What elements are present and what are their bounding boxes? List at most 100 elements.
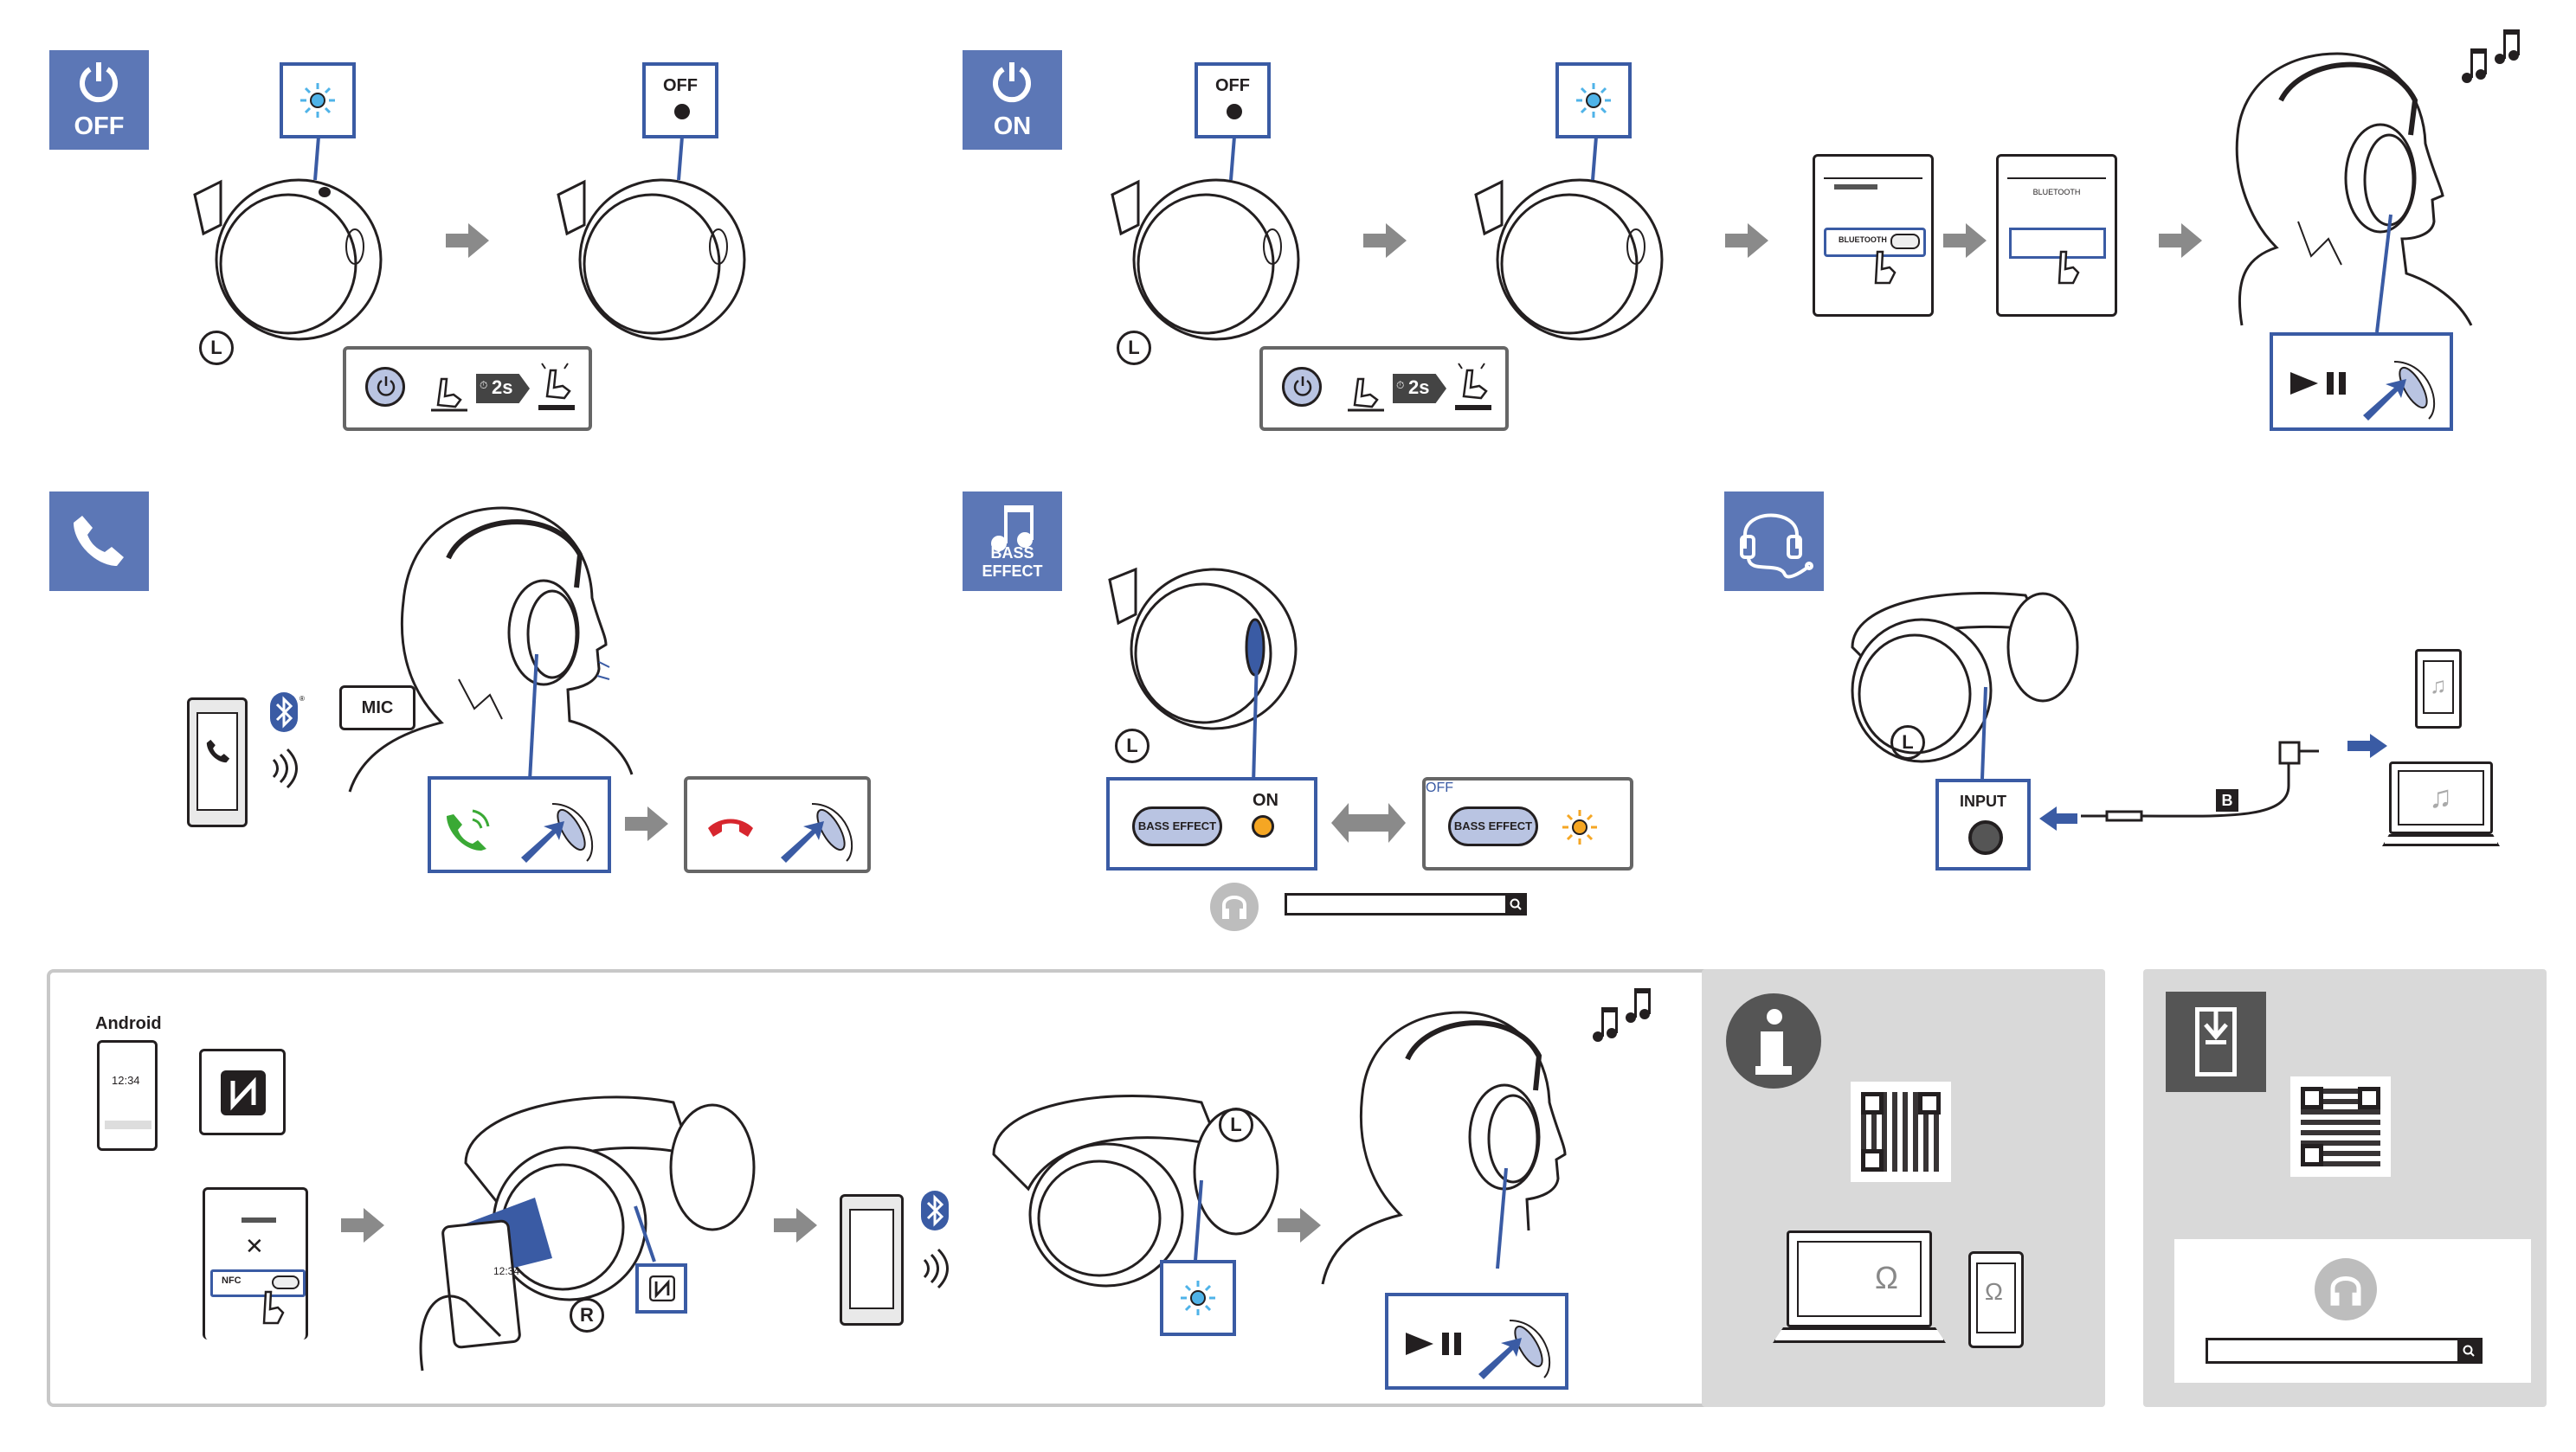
svg-text:®: ® — [299, 695, 305, 703]
toggle-switch[interactable] — [272, 1275, 299, 1289]
device-list-item[interactable] — [2009, 228, 2106, 259]
phone-bluetooth-screen: BLUETOOTH — [1996, 154, 2117, 317]
power-on-badge: ON — [963, 50, 1062, 150]
callout-pointer — [1229, 136, 1236, 181]
led-blinking-icon — [1181, 1281, 1215, 1315]
callout-pointer — [1193, 1179, 1203, 1273]
laptop-help-guide: Ω — [1773, 1230, 1946, 1352]
led-off-label: OFF — [663, 76, 698, 95]
smartphone-connected — [840, 1194, 904, 1326]
phone-touch-headphones-illustration — [419, 1095, 756, 1372]
bass-effect-button[interactable]: BASS EFFECT — [1132, 806, 1222, 846]
phone-nfc-settings: ✕ NFC — [203, 1187, 308, 1340]
callout-pointer — [1980, 686, 1987, 780]
laptop-device: ♫ — [2382, 761, 2500, 857]
power-icon — [80, 62, 118, 103]
app-search-bar[interactable] — [1285, 893, 1527, 916]
music-note-icon: ♫ — [2430, 672, 2447, 698]
power-on-label: ON — [993, 112, 1032, 140]
led-off-dot — [674, 104, 690, 119]
power-icon — [1293, 376, 1312, 396]
hang-up-box — [684, 776, 871, 873]
headphone-earcup-illustration — [1111, 178, 1300, 341]
qr-code[interactable] — [1851, 1082, 1951, 1182]
bass-off-label: OFF — [1426, 781, 1453, 795]
phone-settings-screen: BLUETOOTH — [1813, 154, 1934, 317]
download-icon — [2166, 992, 2266, 1092]
release-hand-icon — [538, 363, 575, 410]
headphones-full-illustration — [992, 1095, 1279, 1288]
phone-icon — [206, 739, 230, 763]
bluetooth-icon — [921, 1191, 949, 1230]
led-off-callout: OFF — [1195, 62, 1271, 138]
bluetooth-toggle-row[interactable]: BLUETOOTH — [1824, 228, 1926, 257]
led-blinking-orange-icon — [1562, 810, 1597, 845]
android-phone: 12:34 — [97, 1040, 158, 1151]
power-button-icon — [365, 367, 405, 407]
next-arrow — [341, 1208, 384, 1243]
music-note-icon: ♫ — [2429, 779, 2452, 814]
connect-arrow — [2347, 734, 2387, 758]
nfc-mark-callout — [635, 1263, 687, 1314]
side-l-marker: L — [1115, 729, 1150, 763]
info-icon — [1726, 993, 1821, 1089]
press-hand-icon — [431, 377, 467, 412]
music-notes-icon — [2462, 29, 2520, 83]
search-icon[interactable] — [1505, 896, 1524, 913]
hold-duration-badge: ⏱ 2s — [476, 374, 530, 403]
wireless-signal-icon — [923, 1248, 949, 1289]
person-head-with-headphones — [1321, 1011, 1567, 1285]
press-arrow-icon — [2363, 361, 2436, 421]
callout-pointer — [1252, 657, 1259, 785]
bass-on-label: ON — [1253, 791, 1278, 810]
power-on-instruction-box: ⏱ 2s — [1259, 346, 1509, 431]
side-l-marker: L — [199, 331, 234, 365]
toggle-arrow-icon — [1331, 803, 1406, 843]
music-player-device: ♫ — [2415, 649, 2462, 729]
input-jack[interactable] — [1968, 820, 2003, 855]
cable-badge — [1724, 491, 1824, 591]
next-arrow — [1363, 223, 1407, 258]
power-button-icon — [1282, 367, 1322, 407]
bass-on-callout: BASS EFFECT ON — [1106, 777, 1317, 871]
next-arrow — [774, 1208, 817, 1243]
side-r-marker: R — [570, 1298, 604, 1333]
person-head-with-headphones — [348, 506, 634, 793]
next-arrow — [1725, 223, 1768, 258]
cable-b-badge: B — [2216, 789, 2238, 812]
bass-effect-button[interactable]: BASS EFFECT — [1448, 806, 1538, 846]
search-icon[interactable] — [2457, 1340, 2480, 1361]
toggle-switch[interactable] — [1890, 234, 1920, 249]
nfc-toggle-row[interactable]: NFC — [210, 1269, 306, 1297]
headphone-earcup-illustration — [1108, 567, 1298, 730]
qr-code[interactable] — [2290, 1076, 2391, 1177]
led-blinking-icon — [1576, 83, 1611, 118]
input-jack-callout: INPUT — [1935, 779, 2031, 871]
bluetooth-screen-header: BLUETOOTH — [2032, 188, 2081, 196]
smartphone-call — [187, 697, 248, 827]
insert-arrow — [2039, 806, 2077, 831]
led-blinking-icon — [300, 83, 335, 118]
press-arrow-icon — [1478, 1320, 1551, 1379]
power-icon — [993, 62, 1031, 103]
headphone-earcup-illustration — [1474, 178, 1664, 341]
person-head-with-headphones — [2235, 52, 2473, 326]
nfc-logo-box — [199, 1049, 286, 1135]
play-pause-icon — [1406, 1333, 1461, 1355]
answer-call-icon — [447, 809, 490, 851]
led-blue-callout — [1160, 1260, 1236, 1336]
bass-effect-badge: BASS EFFECT — [963, 491, 1062, 591]
answer-call-callout — [428, 776, 611, 873]
app-search-bar[interactable] — [2206, 1338, 2483, 1364]
callout-pointer — [634, 1205, 656, 1262]
side-l-marker: L — [1219, 1108, 1253, 1142]
headphone-earcup-illustration — [193, 178, 383, 341]
bass-effect-badge-label: BASS EFFECT — [982, 544, 1043, 580]
power-off-label: OFF — [74, 112, 125, 140]
hang-up-icon — [708, 819, 753, 837]
release-hand-icon — [1455, 363, 1491, 410]
press-arrow-icon — [781, 803, 853, 863]
headphones-connect-app-icon — [1210, 883, 1259, 931]
wrench-icon: ✕ — [245, 1233, 264, 1259]
headphones-full-illustration — [1851, 592, 2079, 763]
